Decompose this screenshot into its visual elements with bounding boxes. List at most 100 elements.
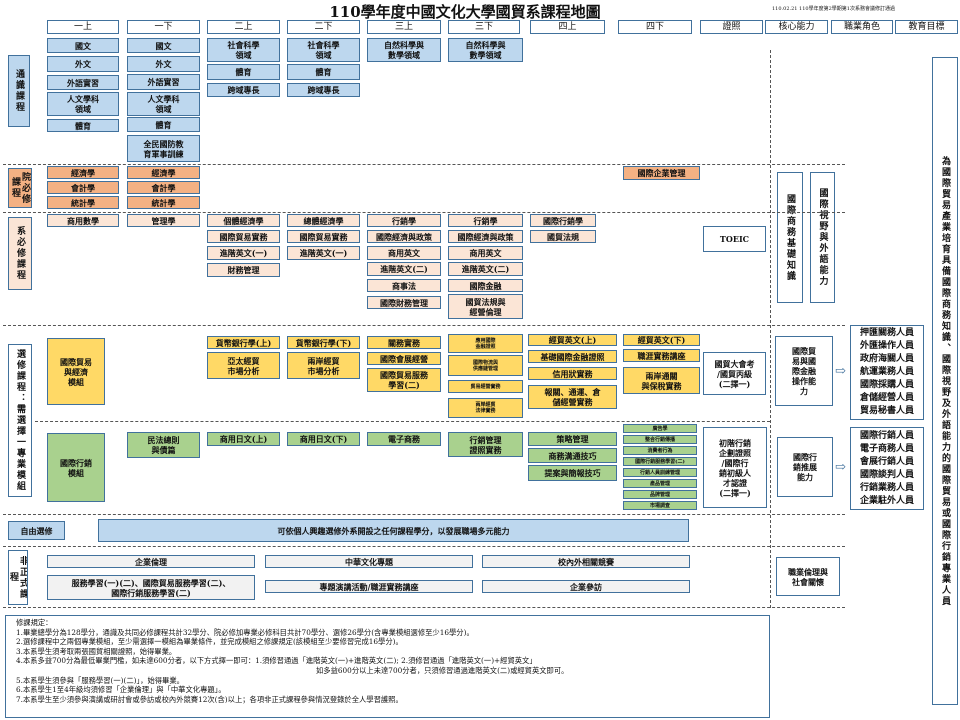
column-header: 證照 <box>700 20 763 34</box>
section-label-college: 院必修課程 <box>8 168 32 208</box>
course-box: 國際物流與 供應鏈管理 <box>448 355 523 376</box>
course-box: 廣告學 <box>623 424 697 433</box>
course-box: 貿易經營實務 <box>448 380 523 393</box>
course-box: 體育 <box>287 64 360 80</box>
career-roles: 國際行銷人員電子商務人員會展行銷人員國際談判人員行銷業務人員企業駐外人員 <box>850 427 924 510</box>
course-box: 商用日文(上) <box>207 432 280 446</box>
rule-7: 7.本系學生至少須參與演講或研討會或參訪或校內外競賽12次(含)以上；各項非正式… <box>16 694 403 704</box>
career-role: 行銷業務人員 <box>859 482 914 493</box>
career-role: 外匯操作人員 <box>859 341 914 351</box>
course-box: 商用英文 <box>448 246 523 260</box>
column-header: 核心能力 <box>765 20 828 34</box>
module-box-marketing: 國際行銷 模組 <box>47 433 105 502</box>
course-box: 進階英文(二) <box>367 262 441 276</box>
career-role: 企業駐外人員 <box>859 495 914 506</box>
course-box: 國際經濟與政策 <box>367 230 441 243</box>
course-box: 國際會展經營 <box>367 352 441 365</box>
course-box: 自然科學與 數學領域 <box>448 38 523 62</box>
certificate-box: 國貿大會考 /國貿丙級 (二擇一) <box>703 352 766 395</box>
course-box: 產品管理 <box>623 479 697 488</box>
course-box: 外文 <box>127 56 200 72</box>
course-box: 企業倫理 <box>47 555 255 568</box>
section-label-free: 自由選修 <box>8 521 65 540</box>
course-box: 進階英文(二) <box>448 262 523 276</box>
career-role: 貿易秘書人員 <box>859 406 914 416</box>
core-competency: 國際商務基礎知識 <box>777 172 803 303</box>
course-box: 行銷學 <box>367 214 441 227</box>
course-box: 商事法 <box>367 279 441 292</box>
career-role: 電子商務人員 <box>859 443 914 454</box>
career-role: 國際採購人員 <box>859 380 914 390</box>
career-role: 押匯關務人員 <box>859 328 914 338</box>
course-rules: 修課規定： 1.畢業總學分為128學分，通識及共同必修課程共計32學分、院必修加… <box>5 615 770 718</box>
section-divider <box>3 607 845 608</box>
course-box: 國文 <box>127 38 200 53</box>
page-title: 110學年度中國文化大學國貿系課程地圖 <box>329 3 601 21</box>
course-box: 國際財務管理 <box>367 296 441 309</box>
course-box: 國際行銷學 <box>530 214 596 227</box>
course-box: 國文 <box>47 38 119 53</box>
career-role: 倉儲經營人員 <box>859 393 914 403</box>
course-box: 基礎國際金融證照 <box>528 350 617 363</box>
module-box-trade: 國際貿易 與經濟 模組 <box>47 338 105 405</box>
course-box: 中華文化專題 <box>265 555 473 568</box>
section-label-informal: 非正式課程 <box>8 550 28 605</box>
course-box: 體育 <box>127 117 200 132</box>
section-label-dept: 系必修課程 <box>8 217 32 290</box>
course-box: 會計學 <box>127 181 200 194</box>
course-box: 外文 <box>47 56 119 72</box>
course-box: 企業參訪 <box>482 580 690 593</box>
rule-6: 6.本系學生1至4年級均須修習「企業倫理」與「中華文化專題」。 <box>16 685 226 695</box>
course-box: 體育 <box>47 119 119 132</box>
course-box: 信用狀實務 <box>528 367 617 380</box>
course-box: 行銷管理 證照實務 <box>448 432 523 457</box>
column-header: 一下 <box>127 20 200 34</box>
course-box: 職涯實務講座 <box>623 349 700 362</box>
core-competency: 國際視野與外語能力 <box>810 172 835 303</box>
course-box: 進階英文(一) <box>287 246 360 260</box>
course-box: 策略管理 <box>528 432 617 446</box>
course-box: 進階英文(一) <box>207 246 280 260</box>
course-box: 人文學科 領域 <box>47 92 119 116</box>
course-box: 品牌管理 <box>623 490 697 499</box>
column-header: 職業角色 <box>831 20 893 34</box>
column-header: 一上 <box>47 20 119 34</box>
core-competency: 國際貿 易與國 際金融 操作能 力 <box>775 336 833 406</box>
course-box: 國際行銷服務學習(二) <box>623 457 697 466</box>
certificate-box: 初階行銷 企劃證照 /國際行 銷初級人 才認證 (二擇一) <box>703 427 767 508</box>
course-box: 財務管理 <box>207 263 280 277</box>
course-box: 國際金融 <box>448 279 523 292</box>
column-divider <box>770 50 771 608</box>
course-box: 行銷學 <box>448 214 523 227</box>
course-box: 國際貿易實務 <box>207 230 280 243</box>
course-box: 兩岸通關 與保稅實務 <box>623 367 700 394</box>
career-role: 政府海關人員 <box>859 354 914 364</box>
course-box: 專題演講活動/職涯實務講座 <box>265 580 473 593</box>
column-header: 教育目標 <box>895 20 958 34</box>
career-role: 航運業務人員 <box>859 367 914 377</box>
course-box: 服務學習(一)(二)、國際貿易服務學習(二)、 國際行銷服務學習(二) <box>47 575 255 600</box>
rule-4: 4.本系多益700分為最低畢業門檻，如未達600分者，以下方式擇一即可：1.須修… <box>16 656 537 666</box>
core-competency: 職業倫理與 社會關懷 <box>776 557 840 596</box>
rule-1: 1.畢業總學分為128學分，通識及共同必修課程共計32學分、院必修加專業必修科目… <box>16 627 474 637</box>
course-box: 電子商務 <box>367 432 441 446</box>
column-header: 三下 <box>448 20 520 34</box>
rules-heading: 修課規定： <box>16 618 53 627</box>
course-box: 自然科學與 數學領域 <box>367 38 441 62</box>
column-header: 二上 <box>207 20 280 34</box>
core-competency: 國際行 銷推展 能力 <box>777 437 833 497</box>
career-roles: 押匯關務人員外匯操作人員政府海關人員航運業務人員國際採購人員倉儲經營人員貿易秘書… <box>850 325 924 420</box>
column-header: 三上 <box>367 20 441 34</box>
course-box: 校內外相關競賽 <box>482 555 690 568</box>
course-box: 個體經濟學 <box>207 214 280 227</box>
course-box: 人文學科 領域 <box>127 92 200 116</box>
course-box: 兩岸經貿 法律實務 <box>448 398 523 418</box>
course-box: 消費者行為 <box>623 446 697 455</box>
course-box: 體育 <box>207 64 280 80</box>
column-header: 二下 <box>287 20 360 34</box>
course-box: 提案與簡報技巧 <box>528 465 617 481</box>
course-box: 亞太經貿 市場分析 <box>207 352 280 379</box>
rule-2: 2.選修課程中之兩個專業模組，至少需選擇一模組為畢業條件，並完成模組之修課規定(… <box>16 637 403 647</box>
career-role: 會展行銷人員 <box>859 456 914 467</box>
certificate-box: TOEIC <box>703 226 766 252</box>
